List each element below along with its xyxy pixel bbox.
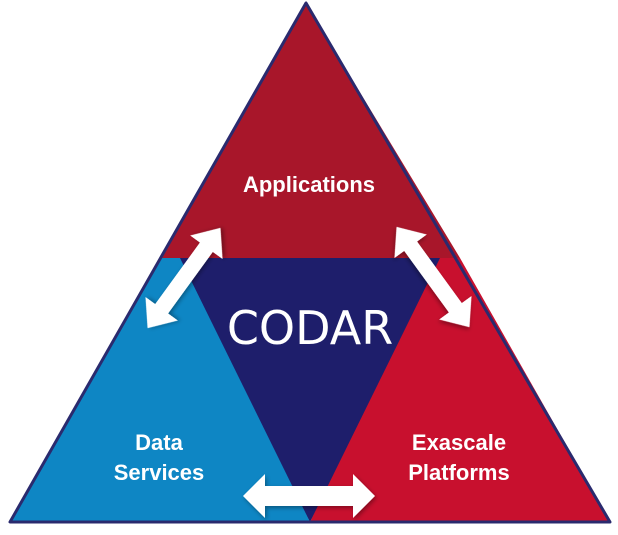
exascale-platforms-label-line1: Exascale (412, 430, 506, 455)
center-label: CODAR (227, 301, 393, 355)
codar-center-section (180, 258, 440, 522)
triangle-outline (8, 1, 612, 524)
exascale-platforms-label-line2: Platforms (408, 460, 509, 485)
data-services-label-line2: Services (114, 460, 205, 485)
data-services-section (10, 258, 310, 522)
applications-label: Applications (243, 172, 375, 197)
data-services-label-line1: Data (135, 430, 183, 455)
double-arrow-icon (394, 226, 472, 328)
double-arrow-icon (145, 227, 223, 329)
exascale-platforms-section (310, 258, 610, 522)
double-arrow-icon (243, 474, 375, 518)
applications-section (162, 3, 460, 258)
